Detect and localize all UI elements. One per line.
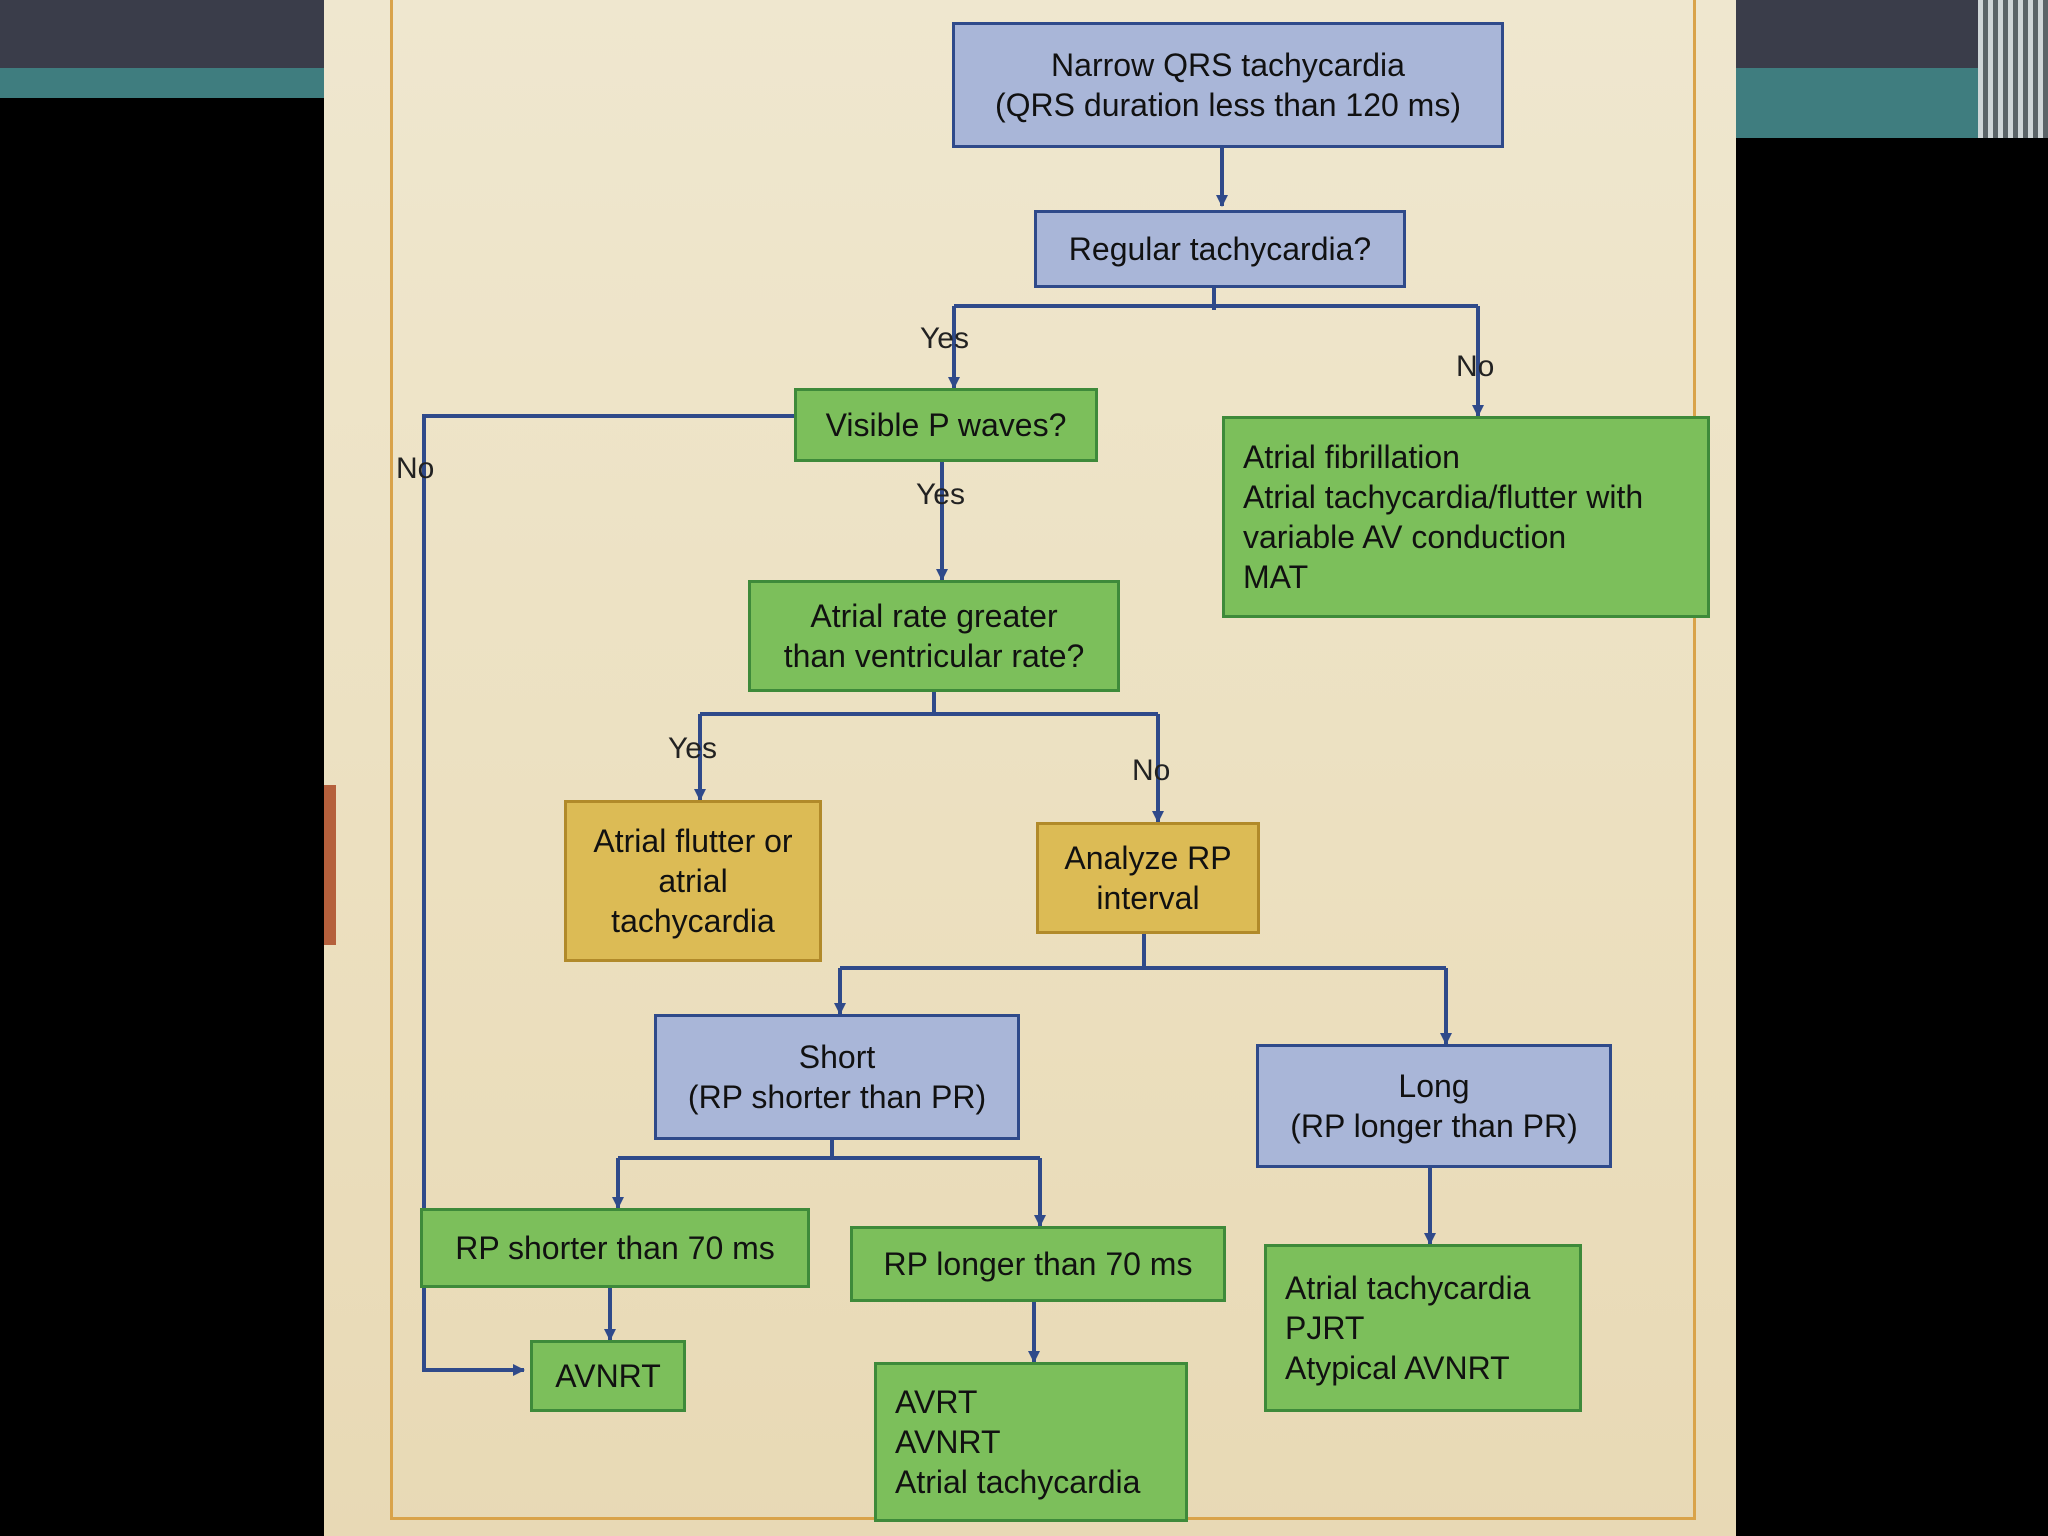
yes-label-p-waves: Yes — [916, 478, 965, 511]
long-rp-result-node: Atrial tachycardia PJRT Atypical AVNRT — [1264, 1244, 1582, 1412]
atrial-flutter-node: Atrial flutter or atrial tachycardia — [564, 800, 822, 962]
long-rp-node: Long (RP longer than PR) — [1256, 1044, 1612, 1168]
yes-label-regular: Yes — [920, 322, 969, 355]
rp-longer-70-node: RP longer than 70 ms — [850, 1226, 1226, 1302]
page-edge-tab — [324, 785, 336, 945]
slide-teal-band-left — [0, 68, 330, 98]
avnrt-node: AVNRT — [530, 1340, 686, 1412]
no-label-regular: No — [1456, 350, 1495, 383]
no-label-p-waves: No — [396, 452, 435, 485]
atrial-rate-node: Atrial rate greater than ventricular rat… — [748, 580, 1120, 692]
no-label-atrial-rate: No — [1132, 754, 1171, 787]
avrt-group-node: AVRT AVNRT Atrial tachycardia — [874, 1362, 1188, 1522]
atrial-fibrillation-node: Atrial fibrillation Atrial tachycardia/f… — [1222, 416, 1710, 618]
narrow-qrs-node: Narrow QRS tachycardia (QRS duration les… — [952, 22, 1504, 148]
slide-corner-stripes — [1978, 0, 2048, 138]
regular-tachycardia-node: Regular tachycardia? — [1034, 210, 1406, 288]
yes-label-atrial-rate: Yes — [668, 732, 717, 765]
short-rp-node: Short (RP shorter than PR) — [654, 1014, 1020, 1140]
slide-top-band-left — [0, 0, 330, 68]
visible-p-waves-node: Visible P waves? — [794, 388, 1098, 462]
rp-shorter-70-node: RP shorter than 70 ms — [420, 1208, 810, 1288]
analyze-rp-node: Analyze RP interval — [1036, 822, 1260, 934]
